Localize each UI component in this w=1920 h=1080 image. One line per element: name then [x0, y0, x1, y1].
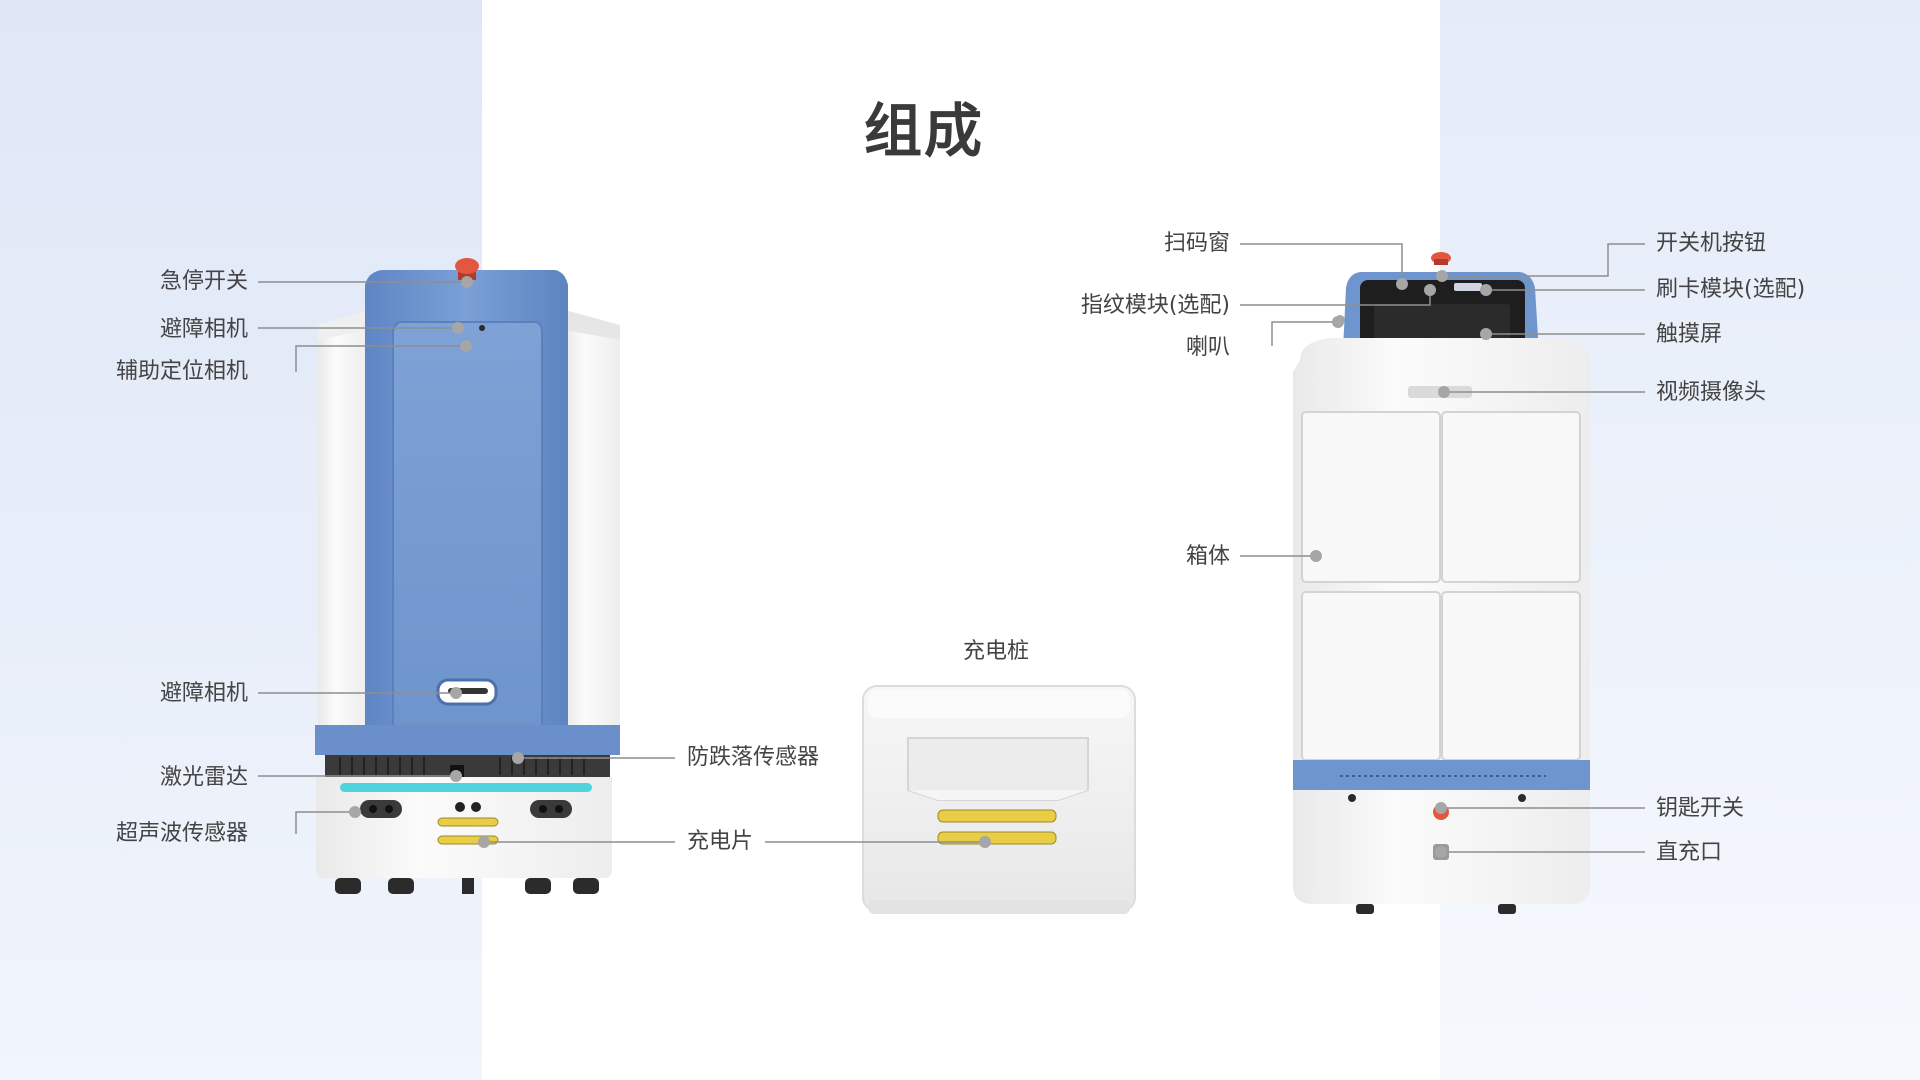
right-robot — [1293, 252, 1590, 914]
left-robot-wheels — [335, 878, 599, 894]
touch-screen-display — [1374, 304, 1510, 346]
left-robot-side-panel-right — [565, 325, 620, 735]
label-emergency-stop: 急停开关 — [159, 269, 248, 294]
label-card-module: 刷卡模块(选配) — [1656, 277, 1806, 302]
lidar-grill-lines — [339, 757, 585, 775]
station-charge-plate-top — [937, 809, 1057, 823]
left-robot-side-top-right — [565, 310, 620, 340]
left-robot-side-top — [318, 310, 368, 340]
cabinet-doors — [1301, 411, 1581, 761]
label-direct-charge-port: 直充口 — [1656, 840, 1723, 865]
charging-station-title: 充电桩 — [962, 639, 1029, 664]
top-camera-dot — [479, 325, 485, 331]
card-reader — [1454, 283, 1482, 291]
cyan-light-strip — [340, 783, 592, 792]
charging-station — [862, 685, 1136, 914]
label-key-switch: 钥匙开关 — [1656, 796, 1745, 821]
left-robot-side-panel-left — [318, 325, 368, 735]
lidar-grill — [325, 755, 610, 777]
label-anti-fall-sensor: 防跌落传感器 — [687, 745, 820, 770]
leader-dots — [349, 270, 1492, 858]
left-robot — [315, 258, 620, 894]
front-sensor-dot — [455, 802, 465, 812]
charging-station-top — [868, 690, 1130, 718]
left-robot-blue-band — [315, 725, 620, 755]
front-sensor-dot — [471, 802, 481, 812]
label-obstacle-camera-bottom: 避障相机 — [159, 681, 248, 706]
charging-station-base — [868, 900, 1130, 914]
label-touch-screen: 触摸屏 — [1656, 322, 1723, 347]
left-robot-base — [316, 777, 612, 878]
label-ultrasonic-sensor: 超声波传感器 — [115, 821, 248, 846]
station-charge-plate-bottom — [937, 831, 1057, 845]
label-fingerprint-module: 指纹模块(选配) — [1080, 293, 1230, 318]
right-robot-wheel — [1498, 904, 1516, 914]
label-aux-positioning-camera: 辅助定位相机 — [115, 359, 248, 384]
emergency-stop-base — [458, 270, 476, 280]
label-obstacle-camera-top: 避障相机 — [159, 317, 248, 342]
ultrasonic-sensor-right — [530, 800, 572, 818]
label-charging-plate: 充电片 — [687, 829, 754, 854]
label-speaker: 喇叭 — [1185, 335, 1230, 360]
label-cabinet: 箱体 — [1185, 544, 1230, 569]
page-title: 组成 — [863, 97, 984, 165]
label-video-camera: 视频摄像头 — [1656, 380, 1767, 405]
left-robot-blue-recess — [392, 321, 543, 741]
label-power-button: 开关机按钮 — [1656, 231, 1767, 256]
emergency-stop-button — [455, 258, 479, 274]
leader-lines — [258, 243, 1645, 853]
right-robot-wheel — [1356, 904, 1374, 914]
label-laser-radar: 激光雷达 — [159, 765, 248, 790]
ultrasonic-sensor-left — [360, 800, 402, 818]
label-scan-window: 扫码窗 — [1163, 231, 1230, 256]
charge-plate-top — [437, 817, 499, 827]
